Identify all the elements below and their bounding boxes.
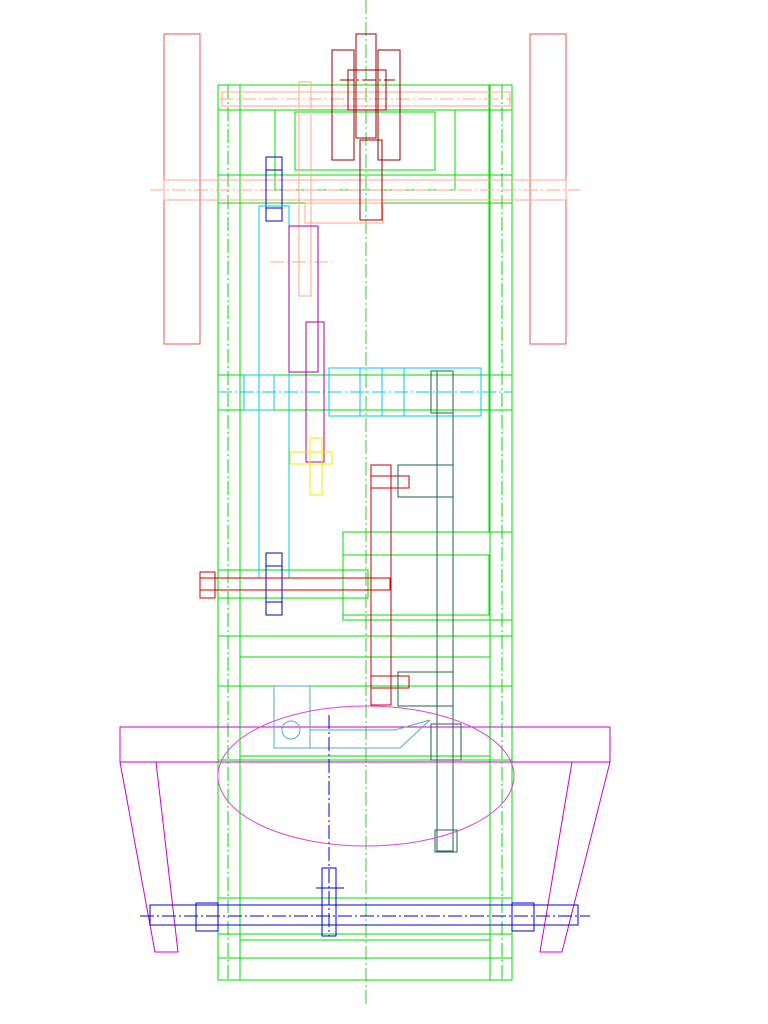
red-gear-stub-bottom (370, 675, 410, 689)
motor-housing (310, 719, 431, 749)
tank-ellipse (217, 705, 515, 847)
front-right-wheel (529, 33, 567, 345)
chain-lower-box (397, 671, 454, 707)
yellow-bracket (289, 437, 333, 496)
left-leg (119, 761, 179, 953)
steering-column (298, 81, 312, 297)
red-drive (199, 464, 410, 706)
motor (273, 685, 431, 749)
rear-right-hub (511, 902, 535, 932)
chain-mid-box (397, 464, 454, 498)
yellow-bracket-plate (289, 451, 333, 465)
link-upper (288, 225, 319, 373)
cyan-belt-assembly (218, 205, 512, 579)
top-gear-left (331, 49, 355, 161)
chain-strand (436, 370, 454, 852)
red-gear-stub-top (370, 475, 410, 489)
yellow-bracket-body (309, 437, 323, 496)
top-gear-stack (331, 33, 401, 221)
motor-pulley (281, 720, 301, 740)
base-rail (119, 726, 611, 953)
lower-sprocket (265, 552, 283, 616)
chain-bottom-box (430, 723, 462, 761)
frame-top-inner-box (294, 111, 436, 171)
rear-left-hub (195, 902, 219, 932)
frame-top-box (274, 109, 456, 191)
frame-rear-inner (239, 635, 491, 757)
red-shaft-end (199, 571, 216, 599)
link-lower (305, 321, 325, 463)
base-rail-bar (119, 726, 611, 763)
top-gear-right (377, 49, 401, 161)
top-gear-center (355, 33, 377, 139)
frame-tail-plate (217, 957, 513, 981)
motor-body (273, 685, 311, 749)
front-axle-assembly (150, 81, 580, 297)
blue-sprockets (265, 156, 283, 616)
green-chain (397, 370, 462, 853)
magenta-linkage (288, 225, 325, 463)
steering-bracket (304, 202, 384, 224)
rear-axle-shaft (149, 904, 579, 926)
front-left-wheel (163, 33, 201, 345)
top-gear-hub (347, 69, 387, 111)
frame-lower-crossmember (217, 569, 369, 599)
right-leg (539, 761, 611, 953)
top-gear-shaft (359, 139, 383, 221)
frame-right-box-inner (342, 554, 490, 616)
upper-sprocket (265, 156, 283, 222)
chain-tail-sprocket (434, 829, 458, 853)
frame-front-crossmember (217, 174, 513, 204)
red-gear (370, 464, 392, 706)
frame-rear-box (217, 635, 513, 761)
rear-axle (140, 715, 590, 937)
